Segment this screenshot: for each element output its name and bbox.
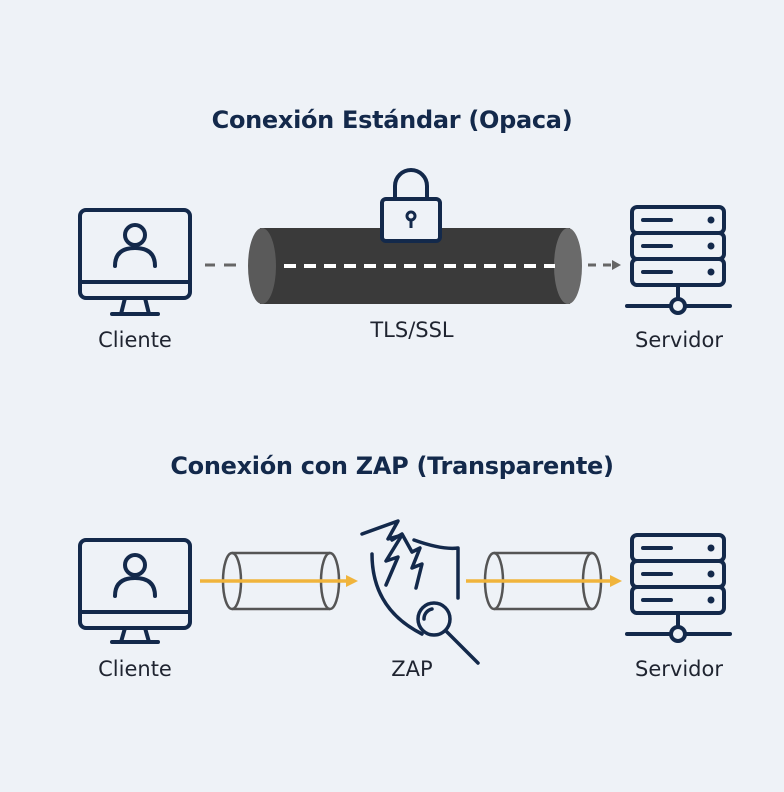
- lock-icon: [380, 168, 442, 243]
- client-label: Cliente: [98, 328, 172, 352]
- server-label: Servidor: [635, 657, 723, 681]
- traffic-arrow-left: [200, 575, 358, 587]
- monitor-user-icon: [78, 208, 192, 316]
- section-title-zap: Conexión con ZAP (Transparente): [170, 452, 614, 480]
- traffic-arrow-right: [466, 575, 622, 587]
- server-label: Servidor: [635, 328, 723, 352]
- shield-lightning-icon: [360, 519, 460, 636]
- proxy-label: ZAP: [391, 657, 433, 681]
- server-rack-icon: [625, 533, 732, 643]
- section-title-standard: Conexión Estándar (Opaca): [211, 106, 573, 134]
- tunnel-label: TLS/SSL: [370, 318, 454, 342]
- magnifier-icon: [416, 601, 480, 665]
- client-label: Cliente: [98, 657, 172, 681]
- monitor-user-icon: [78, 538, 192, 644]
- server-rack-icon: [625, 205, 732, 315]
- connection-arrow-right: [588, 260, 621, 270]
